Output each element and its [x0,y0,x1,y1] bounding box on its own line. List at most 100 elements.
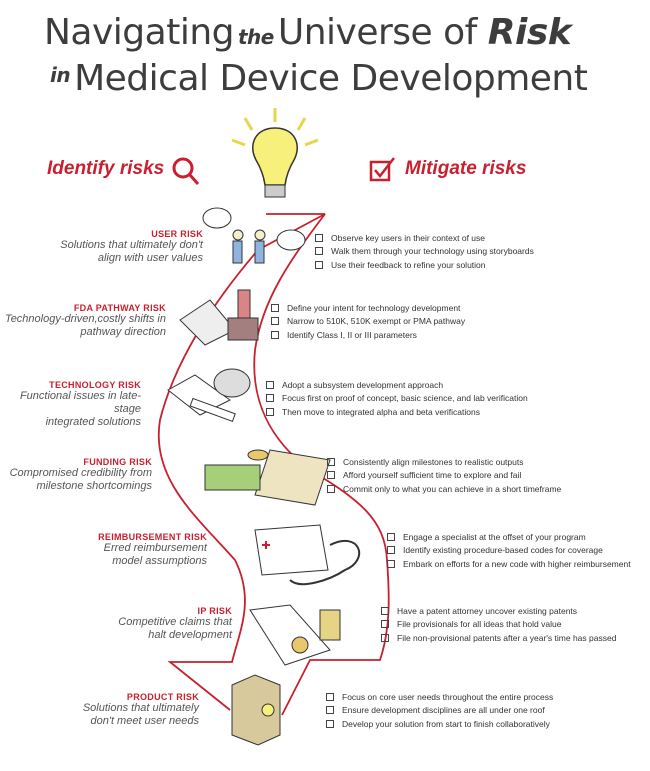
risk-description: Competitive claims that [118,616,232,628]
risk-name: REIMBURSEMENT RISK [98,532,207,542]
action-item: Use their feedback to refine your soluti… [315,260,534,273]
title-small-word: the [238,25,274,49]
action-item: Afford yourself sufficient time to explo… [327,470,561,483]
risk-description: Functional issues in late-stage [19,390,141,415]
action-item: Commit only to what you can achieve in a… [327,484,561,497]
action-text: Adopt a subsystem development approach [282,380,444,390]
action-text: Define your intent for technology develo… [287,303,461,313]
risk-fda-pathway: FDA PATHWAY RISK Technology-driven,costl… [5,303,166,339]
action-item: File provisionals for all ideas that hol… [381,619,616,632]
checkbox-icon [381,633,389,642]
checkbox-icon [381,620,389,629]
action-item: File non-provisional patents after a yea… [381,633,616,646]
mitigate-risks-heading: Mitigate risks [405,158,527,179]
risk-description: model assumptions [112,555,207,567]
risk-description: pathway direction [80,326,166,338]
action-item: Define your intent for technology develo… [271,303,465,316]
risk-name: FUNDING RISK [83,457,152,467]
risk-name: FDA PATHWAY RISK [73,303,166,313]
action-item: Then move to integrated alpha and beta v… [266,407,528,420]
checkbox-icon [387,559,395,568]
technology-illustration [167,368,251,423]
lightbulb-icon [231,108,319,198]
action-item: Embark on efforts for a new code with hi… [387,559,631,572]
action-item: Focus on core user needs throughout the … [326,692,553,705]
checkbox-icon [315,247,323,256]
actions-ip: Have a patent attorney uncover existing … [381,606,616,646]
checkbox-icon [315,260,323,269]
action-text: Ensure development disciplines are all u… [342,705,545,716]
checkbox-icon [387,533,395,541]
action-item: Have a patent attorney uncover existing … [381,606,616,619]
risk-description: align with user values [97,252,203,264]
checkbox-icon [266,407,274,416]
fda-stamp-illustration [179,289,259,346]
action-text: Use their feedback to refine your soluti… [331,259,486,270]
risk-description: Compromised credibility from [9,467,152,479]
action-text: Then move to integrated alpha and beta v… [282,406,480,417]
product-box-illustration [231,674,281,746]
actions-technology: Adopt a subsystem development approach F… [266,380,528,420]
magnifier-icon [172,157,200,185]
risk-product: PRODUCT RISK Solutions that ultimately d… [83,692,199,728]
action-text: Commit only to what you can achieve in a… [343,483,562,494]
risk-user: USER RISK Solutions that ultimately don'… [60,229,203,265]
action-text: Focus on core user needs throughout the … [342,692,554,702]
risk-description: Solutions that ultimately don't [60,239,203,251]
action-item: Identify Class I, II or III parameters [271,330,465,343]
action-item: Adopt a subsystem development approach [266,380,528,393]
action-item: Identify existing procedure-based codes … [387,545,631,558]
checkbox-icon [271,330,279,339]
action-text: Identify Class I, II or III parameters [287,329,417,340]
action-text: Identify existing procedure-based codes … [403,545,603,556]
checkbox-icon [327,458,335,466]
checkbox-icon [326,706,334,715]
action-text: Afford yourself sufficient time to explo… [343,470,522,481]
checkbox-icon [327,484,335,493]
action-text: File non-provisional patents after a yea… [397,632,617,643]
risk-name: USER RISK [151,229,203,239]
risk-funding: FUNDING RISK Compromised credibility fro… [10,457,152,493]
checkbox-icon [326,719,334,728]
actions-reimbursement: Engage a specialist at the offset of you… [387,532,631,572]
action-text: Engage a specialist at the offset of you… [403,532,586,542]
checkbox-icon [271,304,279,312]
action-text: Narrow to 510K, 510K exempt or PMA pathw… [287,316,466,327]
actions-user: Observe key users in their context of us… [315,233,534,273]
action-item: Focus first on proof of concept, basic s… [266,393,528,406]
checkbox-icon [315,234,323,242]
actions-funding: Consistently align milestones to realist… [327,457,561,497]
title-text: Medical Device Development [74,58,588,99]
action-item: Observe key users in their context of us… [315,233,534,246]
users-illustration [202,207,306,264]
action-item: Narrow to 510K, 510K exempt or PMA pathw… [271,316,465,329]
action-text: File provisionals for all ideas that hol… [397,619,562,630]
checkbox-icon [326,693,334,701]
actions-fda-pathway: Define your intent for technology develo… [271,303,465,343]
action-item: Develop your solution from start to fini… [326,719,553,732]
checkbox-icon [387,546,395,555]
risk-description: halt development [148,629,232,641]
funding-illustration [204,449,331,506]
title-small-word: in [50,63,71,87]
risk-name: IP RISK [197,606,232,616]
action-text: Have a patent attorney uncover existing … [397,606,578,616]
checkbox-icon [381,607,389,615]
risk-description: Solutions that ultimately [82,702,199,714]
risk-name: TECHNOLOGY RISK [49,380,141,390]
action-text: Embark on efforts for a new code with hi… [403,558,631,569]
checkbox-icon [266,381,274,389]
risk-ip: IP RISK Competitive claims that halt dev… [118,606,232,642]
identify-risks-heading: Identify risks [47,158,165,179]
action-text: Develop your solution from start to fini… [342,718,550,729]
risk-description: integrated solutions [45,416,141,428]
checkbox-icon [266,394,274,403]
risk-reimbursement: REIMBURSEMENT RISK Erred reimbursement m… [98,532,207,568]
checkbox-icon [327,471,335,480]
actions-product: Focus on core user needs throughout the … [326,692,553,732]
risk-description: Technology-driven,costly shifts in [4,313,166,325]
action-item: Consistently align milestones to realist… [327,457,561,470]
